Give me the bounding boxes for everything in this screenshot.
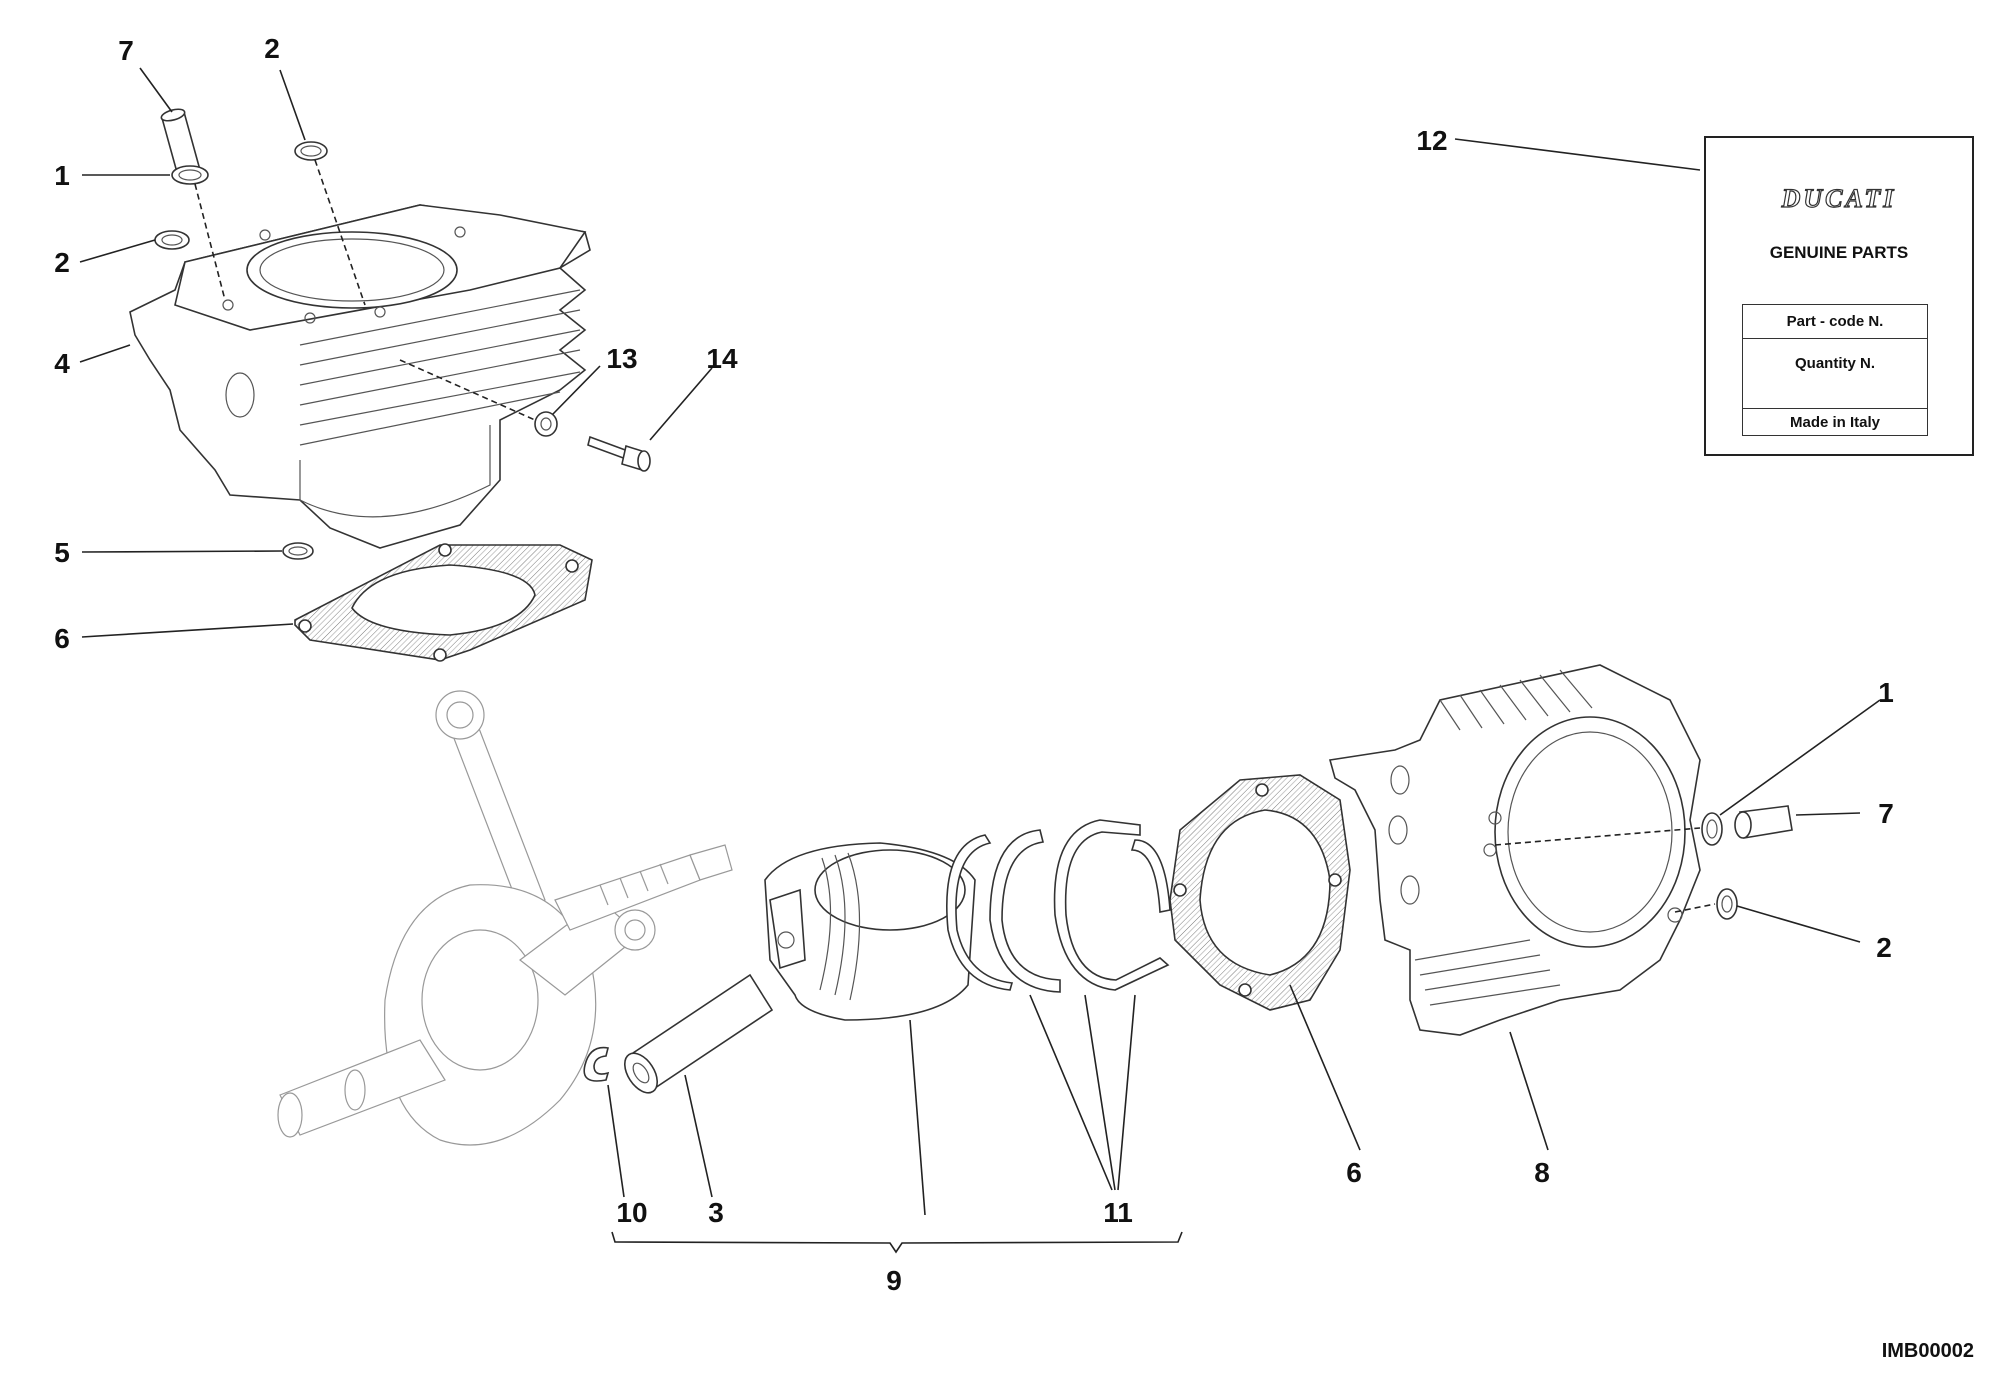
callout-13: 13: [606, 343, 637, 374]
o-ring-5: [282, 542, 314, 560]
genuine-parts-heading: GENUINE PARTS: [1769, 243, 1909, 262]
label-field-grid: Part - code N. Quantity N. Made in Italy: [1742, 304, 1928, 436]
gasket-mid: [1169, 774, 1351, 1011]
genuine-parts-label: DUCATI GENUINE PARTS Part - code N. Quan…: [1704, 136, 1974, 456]
ducati-logo: DUCATI: [1781, 183, 1897, 213]
o-ring-2-left: [154, 230, 190, 250]
o-ring-2-top: [294, 141, 328, 161]
circlip-10: [583, 1046, 610, 1082]
dowel-pin-top: [160, 108, 201, 177]
callout-10: 10: [616, 1197, 647, 1228]
part-code-field: Part - code N.: [1743, 305, 1927, 339]
bolt-14: [587, 435, 651, 472]
callout-6-mid: 6: [1346, 1157, 1362, 1188]
callout-2-right: 2: [1876, 932, 1892, 963]
gasket-top: [294, 543, 593, 662]
leader-lines: [79, 67, 1881, 1254]
piston-assembly: [583, 819, 1171, 1094]
cylinder-body-right: [1328, 664, 1701, 1036]
cylinder-bore-right: [1494, 716, 1686, 948]
bottom-cylinder-group: [1169, 664, 1793, 1036]
callout-7-top: 7: [118, 35, 134, 66]
callout-2-top: 2: [264, 33, 280, 64]
callout-14: 14: [706, 343, 738, 374]
callout-2-left: 2: [54, 247, 70, 278]
o-ring-1-right: [1701, 812, 1723, 846]
top-cylinder-group: [129, 108, 651, 662]
crankshaft-assembly: [277, 690, 733, 1146]
drawing-code: IMB00002: [1881, 1340, 1974, 1362]
made-in-field: Made in Italy: [1789, 414, 1881, 431]
callout-7-right: 7: [1878, 798, 1894, 829]
callout-11: 11: [1103, 1197, 1133, 1228]
cylinder-bore-top: [246, 231, 458, 309]
cylinder-body-top: [129, 204, 591, 549]
o-ring-2-right: [1716, 888, 1738, 920]
callout-labels: 7 2 1 2 4 13 14 5 6 12 1 7 2 6 8 10 3 11…: [54, 33, 1894, 1296]
callout-3: 3: [708, 1197, 724, 1228]
callout-1-right: 1: [1878, 677, 1894, 708]
callout-12: 12: [1416, 125, 1447, 156]
piston-rings-11: [946, 819, 1171, 993]
washer-13: [534, 411, 558, 437]
piston-pin-3: [624, 973, 774, 1094]
callout-9: 9: [886, 1265, 902, 1296]
dowel-pin-right: [1734, 805, 1793, 839]
o-ring-1-top: [171, 165, 209, 185]
callout-1-left: 1: [54, 160, 70, 191]
callout-6-left: 6: [54, 623, 70, 654]
piston: [764, 842, 976, 1021]
quantity-field: Quantity N.: [1743, 339, 1927, 409]
callout-8: 8: [1534, 1157, 1550, 1188]
callout-4: 4: [54, 348, 70, 379]
callout-5: 5: [54, 537, 70, 568]
